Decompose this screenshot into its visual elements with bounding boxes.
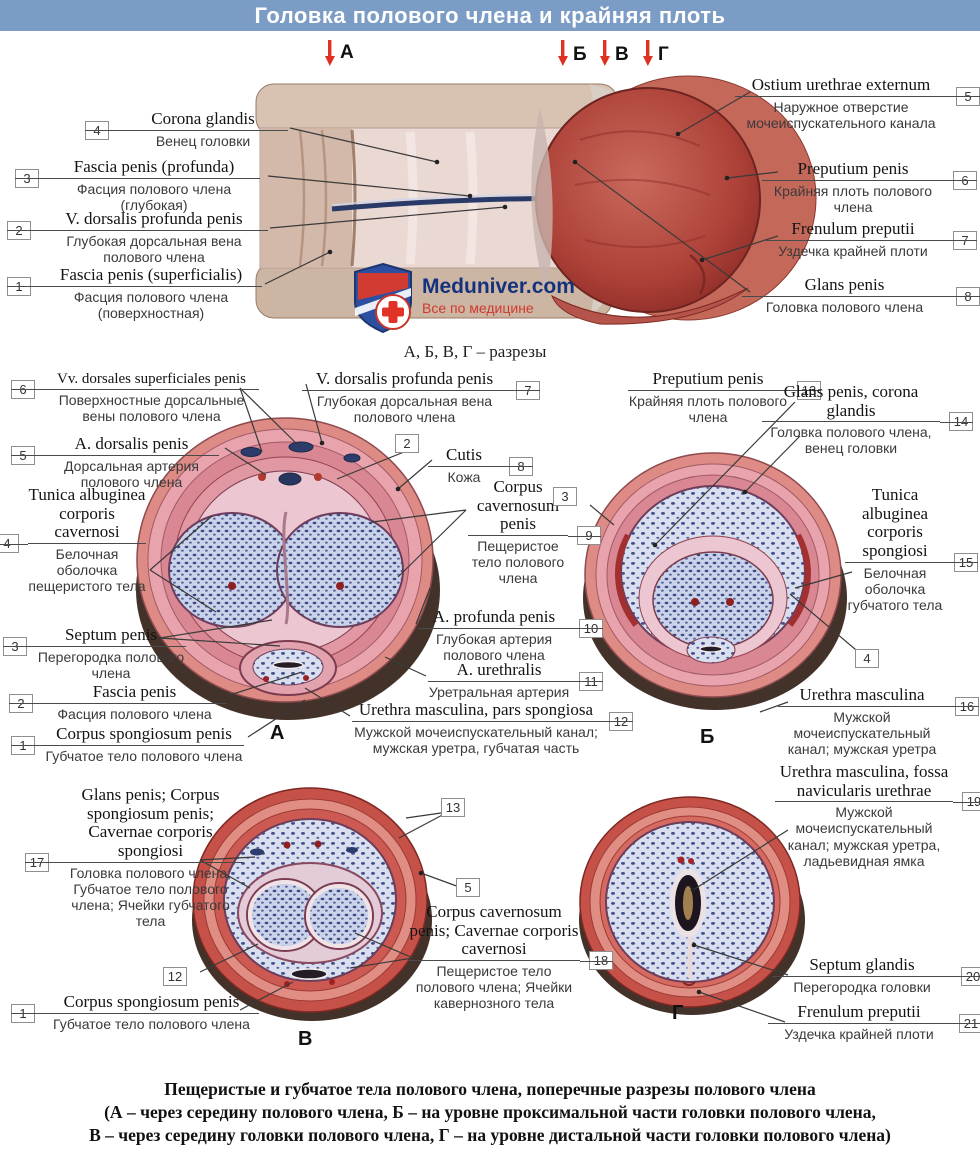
figure-number-2: 2 bbox=[395, 434, 419, 453]
label-a-urethralis: A. urethralis 11 Уретральная артерия bbox=[428, 660, 603, 700]
figure-caption: Пещеристые и губчатое тела полового член… bbox=[20, 1078, 960, 1146]
label-glans-corona: Glans penis, corona glandis 14 Головка п… bbox=[762, 382, 973, 457]
label-number: 5 bbox=[956, 86, 980, 106]
label-ostium-urethrae-externum: Ostium urethrae externum 5 Наружное отве… bbox=[735, 75, 980, 131]
label-number: 5 bbox=[11, 445, 35, 465]
section-letter-a: А bbox=[270, 722, 285, 744]
label-number: 10 bbox=[579, 618, 603, 638]
label-number: 3 bbox=[3, 636, 27, 656]
figure-number-12: 12 bbox=[163, 967, 187, 986]
label-tunica-albuginea-spongiosi: Tunica albuginea corporis spongiosi 15 Б… bbox=[845, 485, 978, 613]
caption-line-2: (А – через середину полового члена, Б – … bbox=[104, 1101, 876, 1122]
figure-number-4: 4 bbox=[855, 649, 879, 668]
label-v-dorsalis-profunda: V. dorsalis profunda penis 2 Глубокая до… bbox=[7, 209, 268, 265]
label-number: 9 bbox=[577, 526, 601, 546]
section-letter-v: В bbox=[298, 1028, 313, 1050]
label-urethra-masculina: Urethra masculina 16 Мужской мочеиспуска… bbox=[778, 685, 979, 757]
label-cavernosum-cavernae: Corpus cavernosum penis; Cavernae corpor… bbox=[408, 902, 613, 1011]
label-number: 6 bbox=[11, 379, 35, 399]
figure-number-13: 13 bbox=[441, 798, 465, 817]
label-number: 8 bbox=[509, 456, 533, 476]
title-bar: Головка полового члена и крайняя плоть bbox=[0, 0, 980, 31]
label-corpus-cavernosum: Corpus cavernosum penis 9 Пещеристое тел… bbox=[468, 477, 601, 586]
cross-section-v bbox=[192, 787, 432, 1021]
cut-letter-a: А bbox=[340, 42, 354, 63]
label-fascia-penis: Fascia penis 2 Фасция полового члена bbox=[9, 682, 227, 722]
label-tunica-albuginea-cavernosi: Tunica albuginea corporis cavernosi 4 Бе… bbox=[0, 485, 146, 594]
leader-dots bbox=[319, 131, 748, 995]
label-a-profunda-penis: A. profunda penis 10 Глубокая артерия по… bbox=[418, 607, 603, 663]
label-fossa-navicularis: Urethra masculina, fossa navicularis ure… bbox=[775, 762, 980, 869]
label-septum-penis: Septum penis 3 Перегородка полового член… bbox=[3, 625, 186, 681]
label-number: 1 bbox=[11, 1003, 35, 1023]
label-fascia-penis-superficialis: Fascia penis (superficialis) 1 Фасция по… bbox=[7, 265, 262, 321]
cross-section-b bbox=[583, 452, 847, 710]
label-frenulum-preputii: Frenulum preputii 7 Уздечка крайней плот… bbox=[762, 219, 977, 259]
label-number: 15 bbox=[954, 552, 978, 572]
label-number: 17 bbox=[25, 852, 49, 872]
label-number: 2 bbox=[7, 220, 31, 240]
label-number: 8 bbox=[956, 286, 980, 306]
label-v-dorsalis-profunda-a: V. dorsalis profunda penis 7 Глубокая до… bbox=[302, 369, 540, 425]
label-glans-spongiosum-cavernae: Glans penis; Corpus spongiosum penis; Ca… bbox=[25, 785, 243, 929]
label-number: 12 bbox=[609, 711, 633, 731]
label-corpus-spongiosum-v: Corpus spongiosum penis 1 Губчатое тело … bbox=[11, 992, 259, 1032]
caption-line-1: Пещеристые и губчатое тела полового член… bbox=[164, 1079, 816, 1099]
label-number: 1 bbox=[11, 735, 35, 755]
label-number: 7 bbox=[516, 380, 540, 400]
label-number: 4 bbox=[0, 534, 19, 554]
figure-number-3: 3 bbox=[553, 487, 577, 506]
label-number: 18 bbox=[589, 951, 613, 971]
label-preputium-penis: Preputium penis 6 Крайняя плоть полового… bbox=[762, 159, 977, 215]
cut-letter-b: Б bbox=[573, 44, 587, 65]
label-number: 1 bbox=[7, 276, 31, 296]
shield-cross-icon bbox=[354, 262, 412, 334]
label-number: 14 bbox=[949, 412, 973, 432]
cut-letter-v: В bbox=[615, 44, 629, 65]
label-fascia-penis-profunda: Fascia penis (profunda) 3 Фасция половог… bbox=[15, 157, 260, 213]
caption-line-3: В – через середину головки полового член… bbox=[89, 1124, 891, 1145]
label-number: 4 bbox=[85, 120, 109, 140]
label-number: 20 bbox=[961, 966, 980, 986]
logo-tagline: Все по медицине bbox=[422, 300, 534, 316]
label-number: 21 bbox=[959, 1013, 980, 1033]
cross-section-g bbox=[579, 796, 805, 1015]
label-corona-glandis: Corona glandis 4 Венец головки bbox=[85, 109, 288, 149]
label-number: 16 bbox=[955, 696, 979, 716]
label-a-dorsalis-penis: A. dorsalis penis 5 Дорсальная артерия п… bbox=[11, 434, 219, 490]
label-number: 6 bbox=[953, 170, 977, 190]
cuts-note: А, Б, В, Г – разрезы bbox=[403, 342, 547, 361]
cut-letter-g: Г bbox=[658, 44, 669, 65]
label-cutis: Cutis 8 Кожа bbox=[428, 445, 533, 485]
page-title: Головка полового члена и крайняя плоть bbox=[254, 2, 726, 28]
label-vv-dorsales-superficiales: Vv. dorsales superficiales penis 6 Повер… bbox=[11, 371, 259, 424]
label-number: 19 bbox=[962, 792, 980, 812]
label-number: 2 bbox=[9, 693, 33, 713]
leader-lines bbox=[149, 91, 863, 1023]
section-letter-g: Г bbox=[672, 1002, 684, 1024]
label-frenulum-preputii-g: Frenulum preputii 21 Уздечка крайней пло… bbox=[768, 1002, 980, 1042]
meduniver-logo: Meduniver.com Все по медицине bbox=[352, 262, 575, 334]
label-urethra-pars-spongiosa: Urethra masculina, pars spongiosa 12 Муж… bbox=[352, 700, 633, 756]
label-glans-penis: Glans penis 8 Головка полового члена bbox=[742, 275, 980, 315]
label-number: 3 bbox=[15, 168, 39, 188]
cut-arrows bbox=[325, 40, 653, 66]
label-number: 7 bbox=[953, 230, 977, 250]
top-illustration bbox=[255, 75, 817, 325]
logo-brand[interactable]: Meduniver.com bbox=[422, 275, 575, 298]
label-septum-glandis: Septum glandis 20 Перегородка головки bbox=[772, 955, 980, 995]
cross-section-a bbox=[136, 417, 440, 720]
label-number: 11 bbox=[579, 671, 603, 691]
label-corpus-spongiosum-a: Corpus spongiosum penis 1 Губчатое тело … bbox=[11, 724, 244, 764]
figure-number-5: 5 bbox=[456, 878, 480, 897]
section-letter-b: Б bbox=[700, 726, 715, 748]
label-preputium-penis-b: Preputium penis 13 Крайняя плоть половог… bbox=[628, 369, 821, 425]
